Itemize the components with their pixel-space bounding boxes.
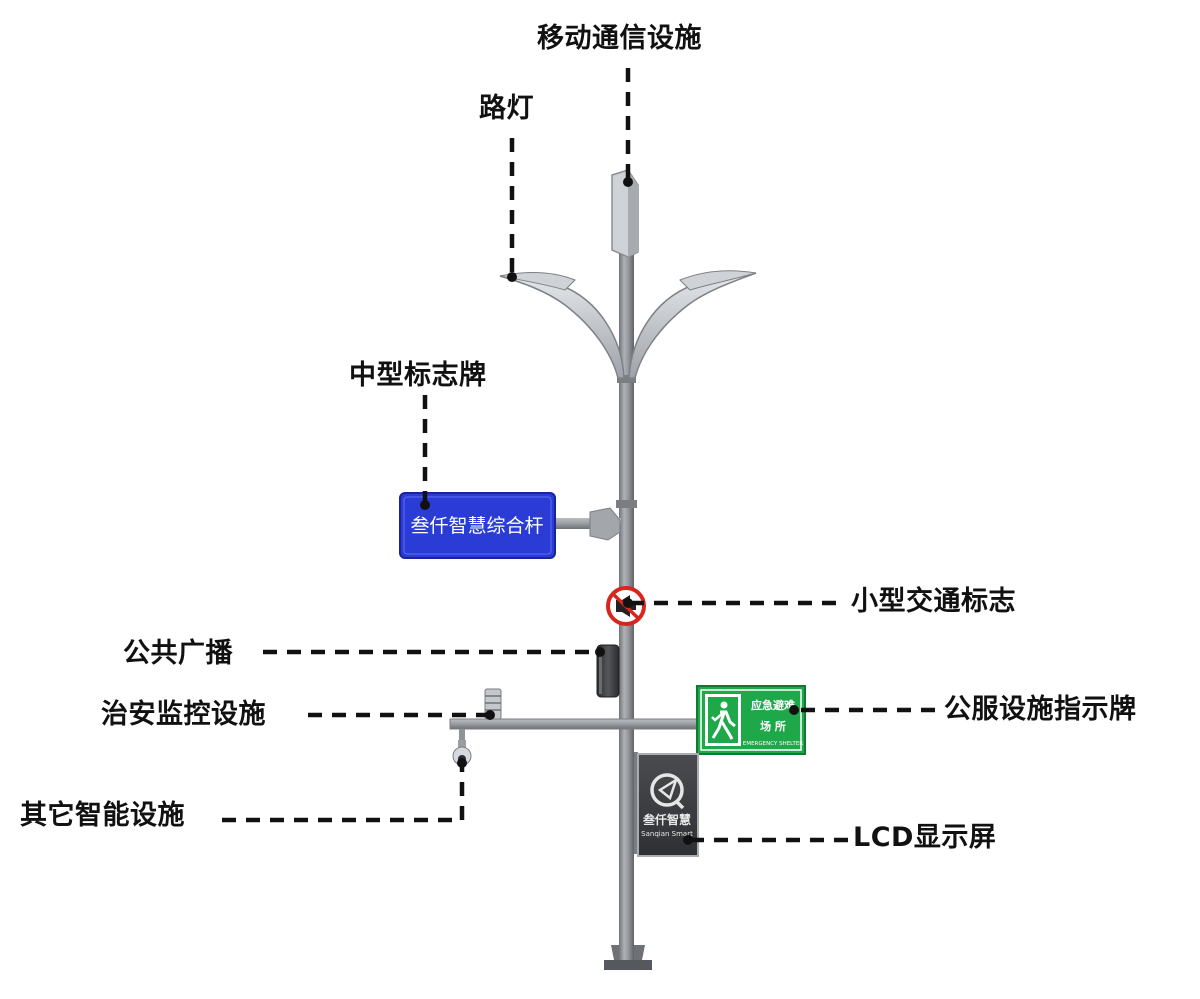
label-small-traffic-sign: 小型交通标志 [851, 586, 1016, 617]
label-public-broadcast: 公共广播 [123, 638, 233, 669]
street-lamp-right [628, 270, 757, 379]
lcd-brand-en: Sanqian Smart [641, 830, 693, 838]
shelter-sign-line1: 应急避难 [751, 698, 795, 712]
shelter-sign-line2: 场 所 [760, 719, 786, 733]
medium-sign-board: 叁仟智慧综合杆 [399, 492, 556, 559]
leader-endpoints [420, 177, 799, 845]
label-security-monitor: 治安监控设施 [101, 699, 266, 730]
shelter-sign-board: 应急避难 场 所 EMERGENCY SHELTER [696, 685, 806, 755]
cross-arm [449, 718, 701, 743]
speaker-unit [596, 644, 620, 698]
leader-other-smart [222, 765, 465, 823]
leader-lines [222, 68, 935, 843]
running-person-icon [705, 694, 741, 746]
label-mobile-comm: 移动通信设施 [537, 23, 702, 54]
label-lcd-screen: LCD显示屏 [853, 822, 997, 853]
label-street-light: 路灯 [479, 93, 534, 124]
shelter-sign-english: EMERGENCY SHELTER [743, 741, 803, 747]
sign-bracket [553, 507, 621, 541]
street-lamp-left [499, 272, 625, 379]
label-other-smart: 其它智能设施 [20, 800, 185, 831]
dome-camera [452, 740, 472, 766]
brand-logo-icon [650, 773, 685, 810]
lcd-brand-cn: 叁仟智慧 [642, 812, 691, 827]
label-public-service-sign: 公服设施指示牌 [944, 694, 1137, 725]
medium-sign-text: 叁仟智慧综合杆 [410, 515, 543, 537]
label-medium-sign: 中型标志牌 [349, 360, 487, 391]
